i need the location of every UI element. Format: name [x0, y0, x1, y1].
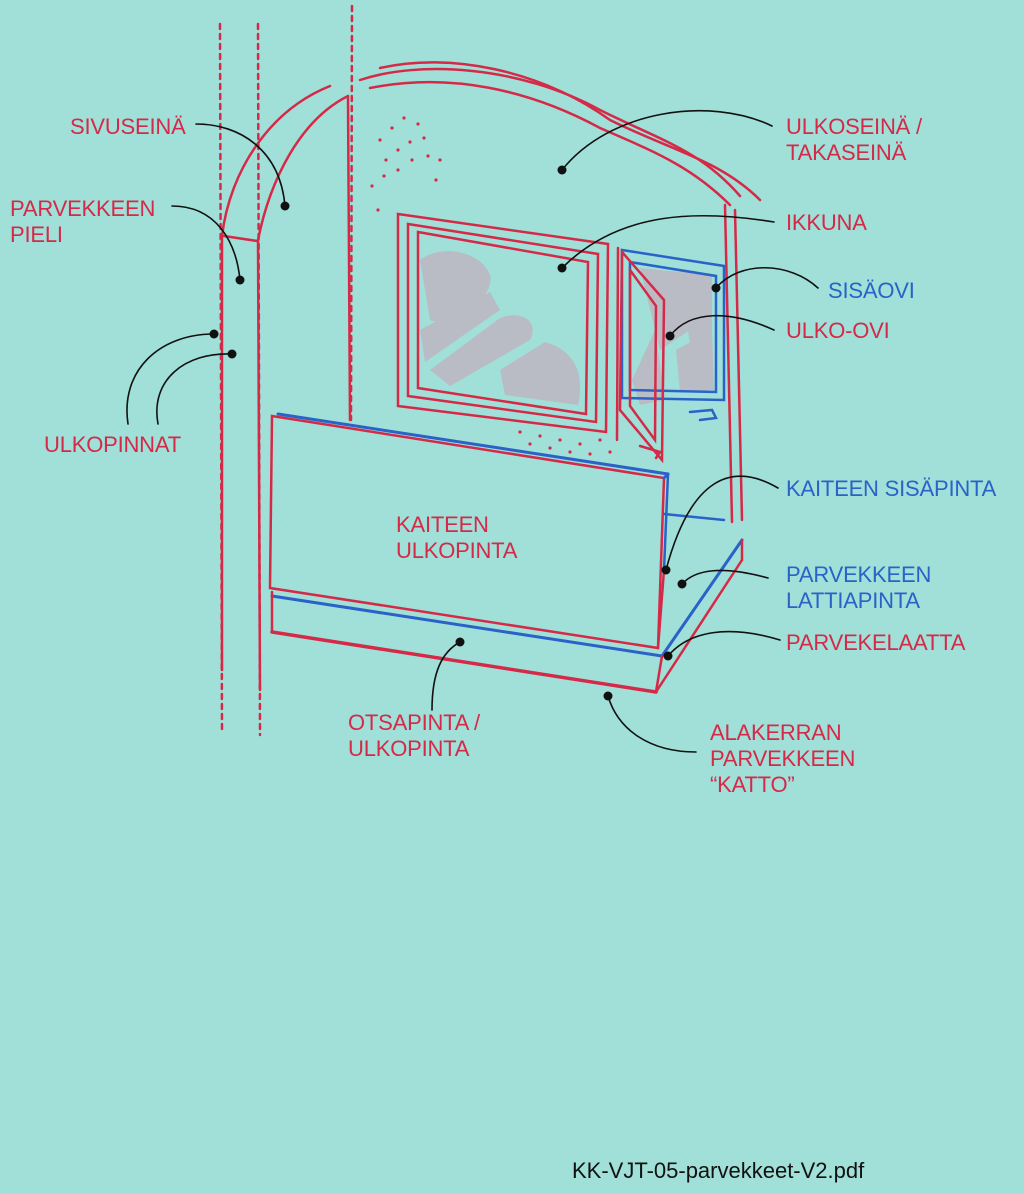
label-sivuseina: SIVUSEINÄ — [70, 114, 186, 140]
window — [396, 212, 610, 434]
label-kaiteen-sisapinta-text: KAITEEN SISÄPINTA — [786, 476, 997, 501]
label-otsapinta-line2: ULKOPINTA — [348, 736, 470, 761]
label-kaiteen-sisapinta: KAITEEN SISÄPINTA — [786, 476, 996, 502]
label-ulkopinnat: ULKOPINNAT — [44, 432, 181, 458]
label-sivuseina-text: SIVUSEINÄ — [70, 114, 186, 139]
leader-dots — [209, 165, 721, 701]
label-ulkoseina-line2: TAKASEINÄ — [786, 140, 907, 165]
railing — [268, 412, 670, 650]
label-parvekkeen-pieli-line1: PARVEKKEEN — [10, 196, 156, 221]
leader-lines — [126, 110, 819, 753]
label-alakerran-line1: ALAKERRAN — [710, 720, 842, 745]
label-otsapinta: OTSAPINTA / ULKOPINTA — [348, 710, 480, 762]
label-alakerran-line2: PARVEKKEEN — [710, 746, 856, 771]
label-ulkopinnat-text: ULKOPINNAT — [44, 432, 181, 457]
label-parvekelaatta: PARVEKELAATTA — [786, 630, 965, 656]
label-ikkuna-text: IKKUNA — [786, 210, 867, 235]
label-lattiapinta-line1: PARVEKKEEN — [786, 562, 932, 587]
label-parvekelaatta-text: PARVEKELAATTA — [786, 630, 966, 655]
label-ikkuna: IKKUNA — [786, 210, 867, 236]
label-sisaovi: SISÄOVI — [828, 278, 915, 304]
label-kaiteen-ulkopinta: KAITEEN ULKOPINTA — [396, 512, 517, 564]
wall-dots — [370, 116, 612, 456]
balcony-slab — [270, 538, 744, 694]
label-parvekkeen-lattiapinta: PARVEKKEEN LATTIAPINTA — [786, 562, 931, 614]
label-parvekkeen-pieli: PARVEKKEEN PIELI — [10, 196, 155, 248]
label-sisaovi-text: SISÄOVI — [828, 278, 915, 303]
label-ulkoseina-line1: ULKOSEINÄ / — [786, 114, 922, 139]
label-kaiteen-ulkopinta-line2: ULKOPINTA — [396, 538, 518, 563]
label-ulko-ovi: ULKO-OVI — [786, 318, 890, 344]
side-wall-lines — [218, 4, 354, 737]
door — [615, 246, 726, 522]
label-alakerran-line3: “KATTO” — [710, 772, 795, 797]
label-ulkoseina: ULKOSEINÄ / TAKASEINÄ — [786, 114, 922, 166]
label-otsapinta-line1: OTSAPINTA / — [348, 710, 480, 735]
label-parvekkeen-pieli-line2: PIELI — [10, 222, 63, 247]
top-wall-arcs — [358, 61, 762, 524]
file-name: KK-VJT-05-parvekkeet-V2.pdf — [572, 1158, 865, 1183]
label-kaiteen-ulkopinta-line1: KAITEEN — [396, 512, 489, 537]
label-alakerran-katto: ALAKERRAN PARVEKKEEN “KATTO” — [710, 720, 855, 798]
label-ulko-ovi-text: ULKO-OVI — [786, 318, 890, 343]
label-lattiapinta-line2: LATTIAPINTA — [786, 588, 920, 613]
